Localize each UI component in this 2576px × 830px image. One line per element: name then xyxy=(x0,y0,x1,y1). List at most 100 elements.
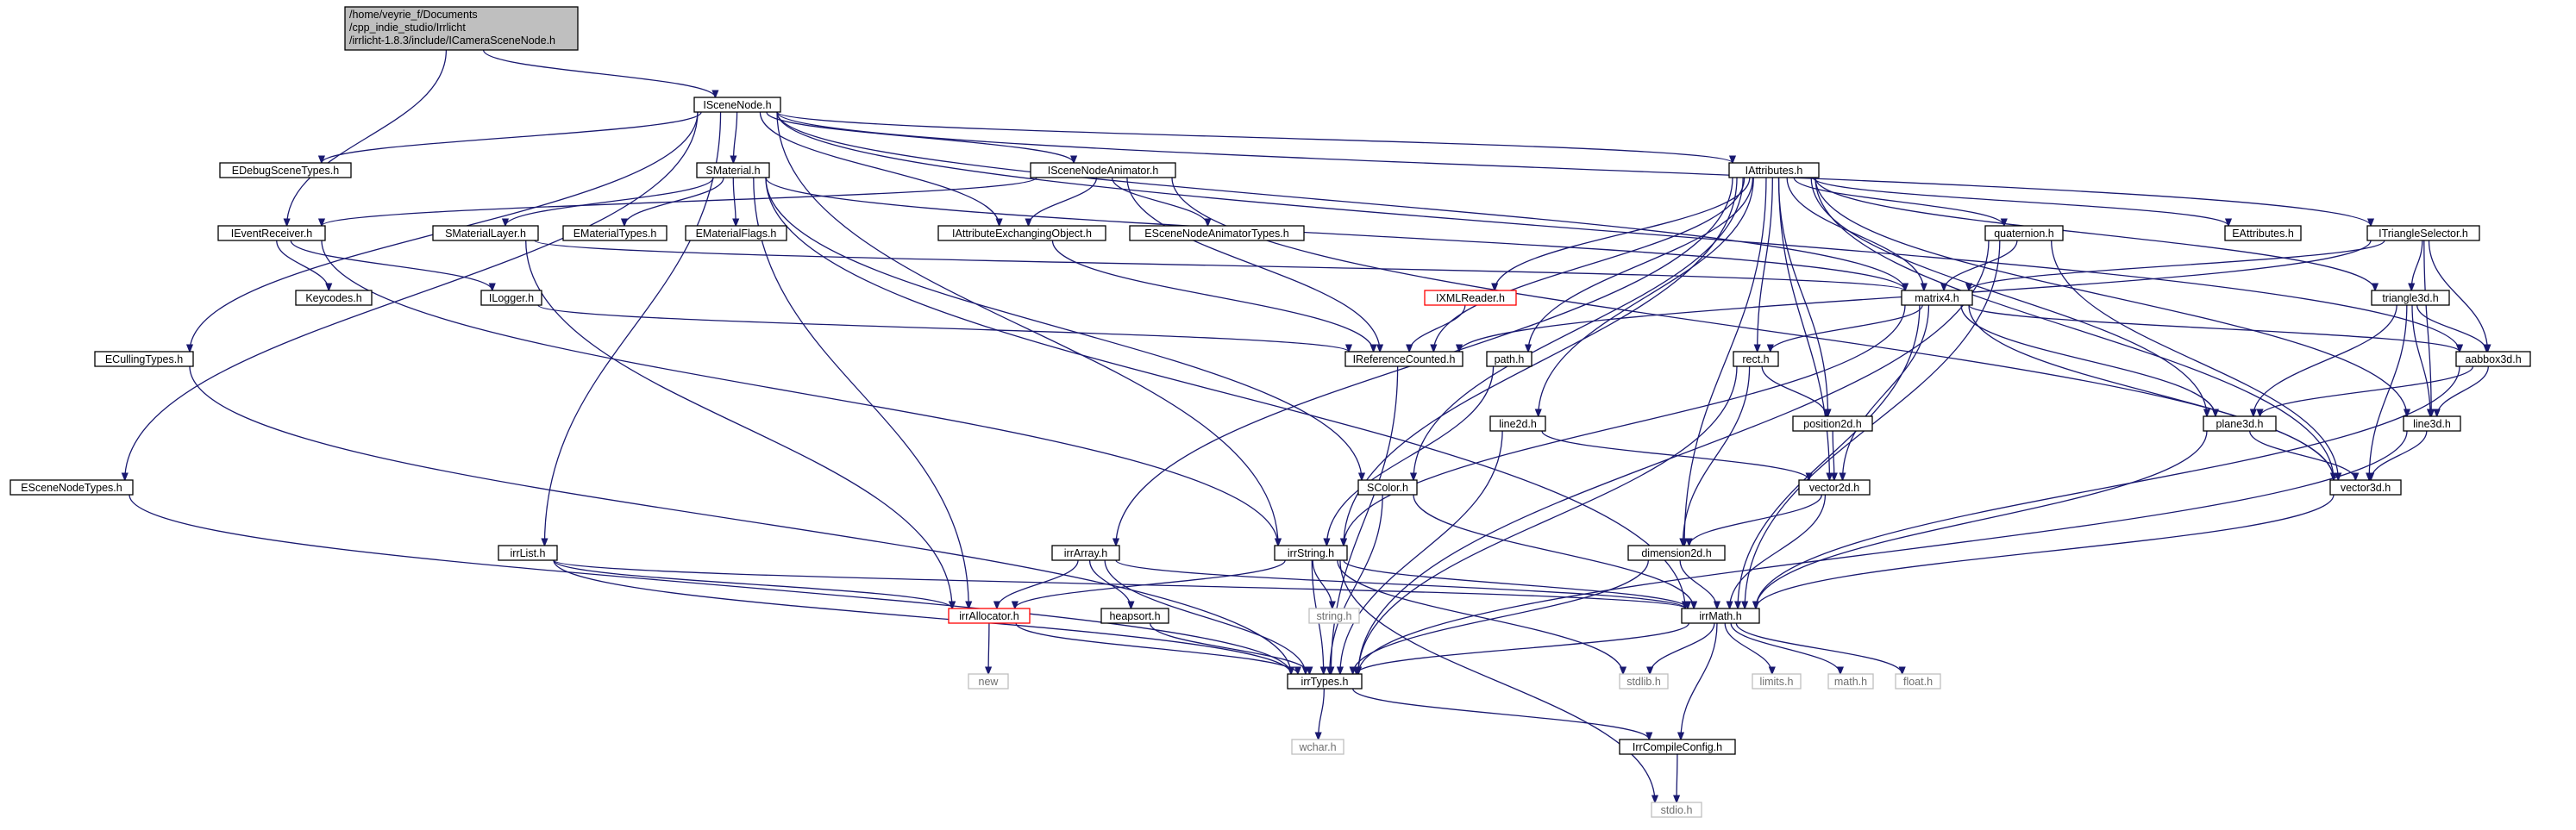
node-new[interactable]: new xyxy=(968,673,1009,690)
edge-iscene-node-to-matrix4 xyxy=(776,111,1905,290)
node-irr-math[interactable]: irrMath.h xyxy=(1681,608,1760,624)
node-box xyxy=(219,162,352,178)
node-irr-allocator[interactable]: irrAllocator.h xyxy=(948,608,1031,624)
nodes-layer: /home/veyrie_f/Documents/cpp_indie_studi… xyxy=(9,6,2531,818)
edge-matrix4-to-plane3d xyxy=(1960,304,2216,416)
node-quaternion[interactable]: quaternion.h xyxy=(1984,225,2064,241)
node-box xyxy=(685,225,787,241)
edge-irr-string-to-irr-allocator xyxy=(1015,559,1286,608)
node-dimension2d[interactable]: dimension2d.h xyxy=(1627,545,1726,561)
node-keycodes[interactable]: Keycodes.h xyxy=(295,290,373,306)
node-irr-array[interactable]: irrArray.h xyxy=(1051,545,1120,561)
node-itriangle-selector[interactable]: ITriangleSelector.h xyxy=(2366,225,2480,241)
node-heapsort[interactable]: heapsort.h xyxy=(1100,608,1169,624)
node-label: IXMLReader.h xyxy=(1436,292,1505,304)
edge-iattributes-to-vector2d xyxy=(1777,177,1830,480)
node-line2d[interactable]: line2d.h xyxy=(1489,415,1546,432)
edge-rect-to-irr-types xyxy=(1358,365,1738,674)
edge-triangle3d-to-plane3d xyxy=(2253,304,2397,416)
node-label: stdlib.h xyxy=(1626,676,1661,688)
node-triangle3d[interactable]: triangle3d.h xyxy=(2371,290,2450,306)
node-label: ESceneNodeAnimatorTypes.h xyxy=(1144,228,1289,240)
node-rect[interactable]: rect.h xyxy=(1733,351,1779,367)
edge-iscene-node-to-itriangle-selector xyxy=(776,111,2371,226)
node-box xyxy=(432,225,539,241)
node-ematerial-types[interactable]: EMaterialTypes.h xyxy=(562,225,668,241)
edge-vector2d-to-irr-math xyxy=(1730,494,1827,608)
node-wchar[interactable]: wchar.h xyxy=(1291,739,1344,755)
node-irr-string[interactable]: irrString.h xyxy=(1274,545,1348,561)
node-label: /home/veyrie_f/Documents xyxy=(349,9,478,21)
node-limits[interactable]: limits.h xyxy=(1752,673,1802,690)
node-escene-node-types[interactable]: ESceneNodeTypes.h xyxy=(9,479,134,496)
node-iattributes[interactable]: IAttributes.h xyxy=(1728,162,1820,178)
node-label: heapsort.h xyxy=(1109,610,1160,622)
edge-irr-list-to-irr-math xyxy=(553,559,1685,608)
node-stdlib[interactable]: stdlib.h xyxy=(1619,673,1669,690)
node-label: triangle3d.h xyxy=(2382,292,2438,304)
node-path[interactable]: path.h xyxy=(1486,351,1532,367)
node-label: EAttributes.h xyxy=(2232,228,2294,240)
edge-iattributes-to-vector3d xyxy=(1814,177,2334,480)
node-irr-compile-config[interactable]: IrrCompileConfig.h xyxy=(1619,739,1736,755)
node-label: /irrlicht-1.8.3/include/ICameraSceneNode… xyxy=(349,34,555,47)
node-position2d[interactable]: position2d.h xyxy=(1792,415,1873,432)
node-box xyxy=(2224,225,2302,241)
node-label: SColor.h xyxy=(1367,482,1408,494)
node-box xyxy=(1984,225,2064,241)
node-math[interactable]: math.h xyxy=(1827,673,1874,690)
node-root[interactable]: /home/veyrie_f/Documents/cpp_indie_studi… xyxy=(344,6,579,51)
node-string[interactable]: string.h xyxy=(1308,608,1360,624)
node-label: ESceneNodeTypes.h xyxy=(21,482,122,494)
node-box xyxy=(2403,415,2461,432)
node-ireference-counted[interactable]: IReferenceCounted.h xyxy=(1344,351,1463,367)
node-ematerial-flags[interactable]: EMaterialFlags.h xyxy=(685,225,787,241)
node-eattributes[interactable]: EAttributes.h xyxy=(2224,225,2302,241)
node-line3d[interactable]: line3d.h xyxy=(2403,415,2461,432)
node-iscene-node[interactable]: ISceneNode.h xyxy=(693,97,781,113)
node-escene-node-animator-types[interactable]: ESceneNodeAnimatorTypes.h xyxy=(1129,225,1305,241)
node-label: wchar.h xyxy=(1298,741,1336,753)
node-float[interactable]: float.h xyxy=(1895,673,1941,690)
node-iscene-node-animator[interactable]: ISceneNodeAnimator.h xyxy=(1030,162,1176,178)
node-vector3d[interactable]: vector3d.h xyxy=(2329,479,2402,496)
node-box xyxy=(1030,162,1176,178)
node-stdio[interactable]: stdio.h xyxy=(1651,802,1702,818)
edge-triangle3d-to-vector3d xyxy=(2369,304,2408,480)
node-ievent-receiver[interactable]: IEventReceiver.h xyxy=(217,225,326,241)
node-box xyxy=(1728,162,1820,178)
node-scolor[interactable]: SColor.h xyxy=(1357,479,1418,496)
node-label: ILogger.h xyxy=(489,292,534,304)
node-label: irrTypes.h xyxy=(1301,676,1349,688)
node-edebug-scene-types[interactable]: EDebugSceneTypes.h xyxy=(219,162,352,178)
node-ixmlreader[interactable]: IXMLReader.h xyxy=(1424,290,1517,306)
node-box xyxy=(480,290,542,306)
edge-smaterial-to-matrix4 xyxy=(765,177,1905,290)
node-aabbox3d[interactable]: aabbox3d.h xyxy=(2455,351,2531,367)
edge-plane3d-to-irr-math xyxy=(1756,430,2208,608)
node-iattribute-exchanging-object[interactable]: IAttributeExchangingObject.h xyxy=(937,225,1106,241)
node-plane3d[interactable]: plane3d.h xyxy=(2203,415,2277,432)
node-smaterial-layer[interactable]: SMaterialLayer.h xyxy=(432,225,539,241)
edge-irr-array-to-irr-types xyxy=(1104,559,1306,674)
edges-layer xyxy=(125,49,2489,802)
edge-smaterial-layer-to-irr-allocator xyxy=(525,240,952,608)
node-box xyxy=(562,225,668,241)
node-box xyxy=(968,673,1009,690)
node-smaterial[interactable]: SMaterial.h xyxy=(696,162,770,178)
node-vector2d[interactable]: vector2d.h xyxy=(1798,479,1871,496)
node-box xyxy=(498,545,558,561)
node-matrix4[interactable]: matrix4.h xyxy=(1901,290,1973,306)
node-ilogger[interactable]: ILogger.h xyxy=(480,290,542,306)
edge-matrix4-to-vector3d xyxy=(1968,304,2334,480)
node-eculling-types[interactable]: ECullingTypes.h xyxy=(94,351,194,367)
node-box xyxy=(1308,608,1360,624)
node-label: EMaterialTypes.h xyxy=(573,228,657,240)
node-box xyxy=(295,290,373,306)
edge-smaterial-to-irr-math xyxy=(765,177,1685,608)
node-irr-list[interactable]: irrList.h xyxy=(498,545,558,561)
node-label: aabbox3d.h xyxy=(2465,353,2521,365)
edge-irr-math-to-stdlib xyxy=(1650,622,1715,674)
node-irr-types[interactable]: irrTypes.h xyxy=(1287,673,1363,690)
